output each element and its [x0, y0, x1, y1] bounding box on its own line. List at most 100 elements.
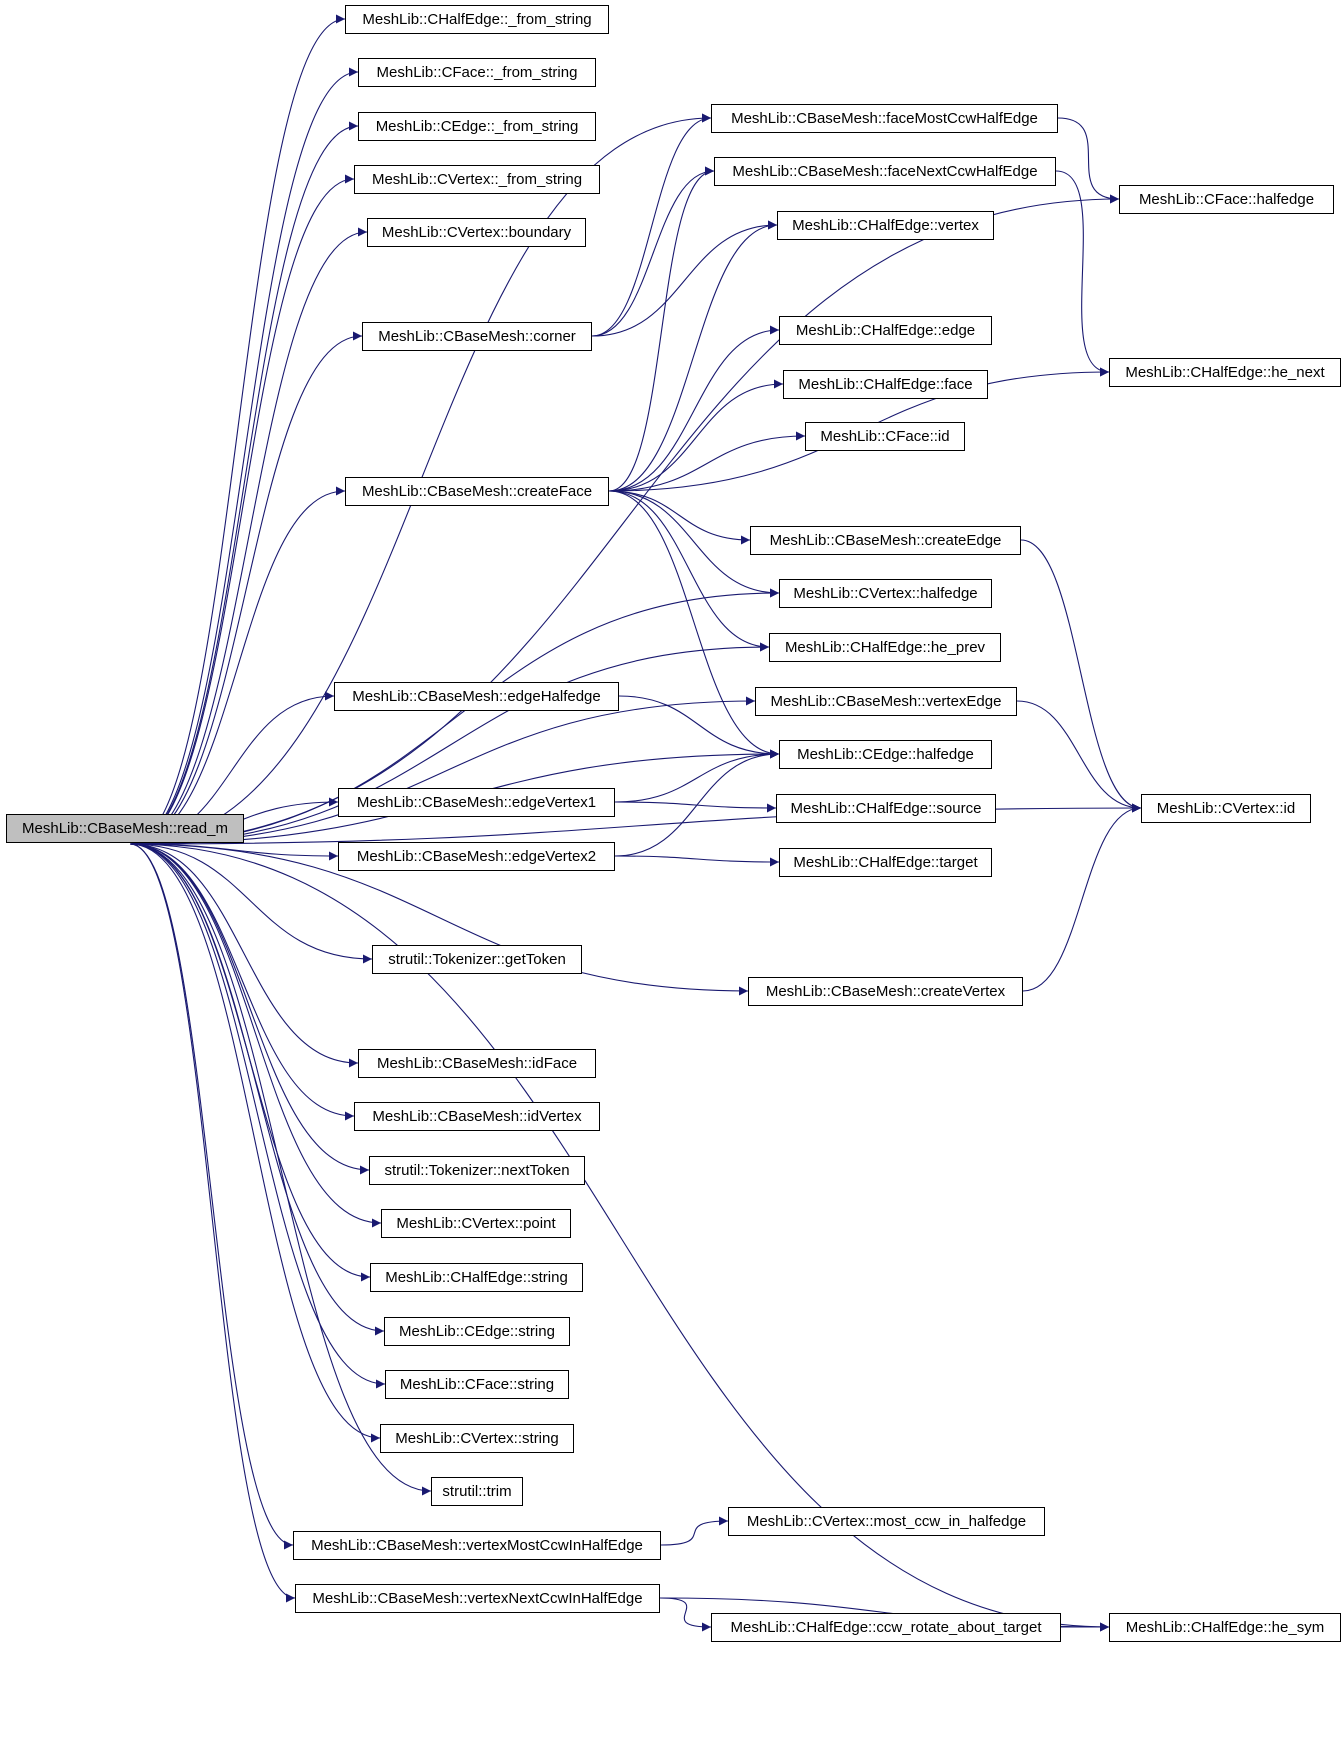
edge-root-to-e_string	[129, 843, 385, 1336]
node-cvertex-string[interactable]: MeshLib::CVertex::string	[380, 1423, 574, 1453]
node-cbasemesh-facenextccwhalfedge[interactable]: MeshLib::CBaseMesh::faceNextCcwHalfEdge	[714, 156, 1056, 186]
edge-vNextCcwIn-to-ccw_rotate	[659, 1597, 712, 1632]
node-cvertex-most-ccw-in-halfedge[interactable]: MeshLib::CVertex::most_ccw_in_halfedge	[728, 1506, 1045, 1536]
edge-root-to-v_string	[129, 843, 381, 1443]
edge-root-to-f_string	[129, 843, 386, 1389]
node-strutil-trim[interactable]: strutil::trim	[431, 1476, 523, 1506]
edge-root-to-getToken	[129, 843, 373, 964]
node-label: MeshLib::CHalfEdge::vertex	[792, 216, 979, 234]
node-label: MeshLib::CBaseMesh::vertexEdge	[770, 692, 1002, 710]
node-label: MeshLib::CHalfEdge::_from_string	[362, 10, 592, 28]
node-cbasemesh-edgevertex1[interactable]: MeshLib::CBaseMesh::edgeVertex1	[338, 787, 615, 817]
node-label: MeshLib::CHalfEdge::face	[798, 375, 973, 393]
node-cface-from-string[interactable]: MeshLib::CFace::_from_string	[358, 57, 596, 87]
node-cvertex-id[interactable]: MeshLib::CVertex::id	[1141, 793, 1311, 823]
edge-root-to-vNextCcwIn	[129, 843, 296, 1603]
node-label: MeshLib::CFace::halfedge	[1138, 190, 1315, 208]
node-cbasemesh-idvertex[interactable]: MeshLib::CBaseMesh::idVertex	[354, 1101, 600, 1131]
node-label: MeshLib::CBaseMesh::idVertex	[372, 1107, 582, 1125]
node-label: MeshLib::CHalfEdge::he_sym	[1125, 1618, 1325, 1636]
edge-root-to-trim	[129, 843, 432, 1496]
node-cvertex-from-string[interactable]: MeshLib::CVertex::_from_string	[354, 164, 600, 194]
node-cface-id[interactable]: MeshLib::CFace::id	[805, 421, 965, 451]
node-chalfedge-face[interactable]: MeshLib::CHalfEdge::face	[783, 369, 988, 399]
edge-edgeVertex2-to-he_target	[614, 855, 780, 867]
node-label: MeshLib::CFace::id	[820, 427, 950, 445]
node-cvertex-boundary[interactable]: MeshLib::CVertex::boundary	[367, 217, 586, 247]
node-chalfedge-he-sym[interactable]: MeshLib::CHalfEdge::he_sym	[1109, 1612, 1341, 1642]
node-label: MeshLib::CFace::_from_string	[376, 63, 578, 81]
edge-root-to-he_prev	[129, 642, 770, 845]
edge-faceMostCcw-to-f_halfedge	[1057, 117, 1120, 204]
node-cbasemesh-createedge[interactable]: MeshLib::CBaseMesh::createEdge	[750, 525, 1021, 555]
node-cvertex-point[interactable]: MeshLib::CVertex::point	[381, 1208, 571, 1238]
node-tokenizer-nexttoken[interactable]: strutil::Tokenizer::nextToken	[369, 1155, 585, 1185]
node-chalfedge-from-string[interactable]: MeshLib::CHalfEdge::_from_string	[345, 4, 609, 34]
edge-root-to-nextToken	[129, 843, 370, 1175]
node-cbasemesh-vertexnextccwinhalfedge[interactable]: MeshLib::CBaseMesh::vertexNextCcwInHalfE…	[295, 1583, 660, 1613]
node-label: strutil::trim	[442, 1482, 512, 1500]
node-chalfedge-string[interactable]: MeshLib::CHalfEdge::string	[370, 1262, 583, 1292]
edge-root-to-v_point	[129, 843, 382, 1228]
node-cbasemesh-createvertex[interactable]: MeshLib::CBaseMesh::createVertex	[748, 976, 1023, 1006]
node-label: MeshLib::CVertex::boundary	[381, 223, 572, 241]
node-cbasemesh-corner[interactable]: MeshLib::CBaseMesh::corner	[362, 321, 592, 351]
node-label: MeshLib::CVertex::string	[395, 1429, 559, 1447]
node-cbasemesh-idface[interactable]: MeshLib::CBaseMesh::idFace	[358, 1048, 596, 1078]
node-tokenizer-gettoken[interactable]: strutil::Tokenizer::getToken	[372, 944, 582, 974]
node-label: MeshLib::CVertex::_from_string	[371, 170, 583, 188]
edge-createFace-to-he_edge	[608, 325, 780, 492]
edge-edgeVertex2-to-e_halfedge	[614, 749, 780, 857]
node-label: MeshLib::CEdge::_from_string	[375, 117, 579, 135]
edge-root-to-v_boundary	[129, 227, 368, 845]
node-chalfedge-ccw-rotate-about-target[interactable]: MeshLib::CHalfEdge::ccw_rotate_about_tar…	[711, 1612, 1061, 1642]
node-cbasemesh-vertexmostccwinhalfedge[interactable]: MeshLib::CBaseMesh::vertexMostCcwInHalfE…	[293, 1530, 661, 1560]
edge-root-to-corner	[129, 331, 363, 845]
node-label: MeshLib::CHalfEdge::string	[385, 1268, 568, 1286]
node-label: MeshLib::CBaseMesh::createVertex	[765, 982, 1006, 1000]
edge-createFace-to-f_id	[608, 431, 806, 492]
node-cface-string[interactable]: MeshLib::CFace::string	[385, 1369, 569, 1399]
edge-root-to-idFace	[129, 843, 359, 1068]
edge-createFace-to-v_halfedge	[608, 490, 780, 598]
node-cvertex-halfedge[interactable]: MeshLib::CVertex::halfedge	[779, 578, 992, 608]
edge-corner-to-faceMostCcw	[591, 113, 712, 337]
node-cedge-from-string[interactable]: MeshLib::CEdge::_from_string	[358, 111, 596, 141]
node-chalfedge-target[interactable]: MeshLib::CHalfEdge::target	[779, 847, 992, 877]
node-label: MeshLib::CBaseMesh::vertexMostCcwInHalfE…	[311, 1536, 643, 1554]
node-label: MeshLib::CBaseMesh::corner	[378, 327, 576, 345]
node-label: MeshLib::CBaseMesh::edgeVertex1	[356, 793, 597, 811]
node-label: MeshLib::CBaseMesh::idFace	[376, 1054, 578, 1072]
node-label: MeshLib::CBaseMesh::edgeVertex2	[356, 847, 597, 865]
node-label: MeshLib::CHalfEdge::target	[793, 853, 978, 871]
node-chalfedge-he-prev[interactable]: MeshLib::CHalfEdge::he_prev	[769, 632, 1001, 662]
node-chalfedge-he-next[interactable]: MeshLib::CHalfEdge::he_next	[1109, 357, 1341, 387]
node-chalfedge-source[interactable]: MeshLib::CHalfEdge::source	[776, 793, 996, 823]
edge-root-to-e_from	[129, 121, 359, 845]
node-label: MeshLib::CBaseMesh::faceNextCcwHalfEdge	[732, 162, 1038, 180]
edge-faceNextCcw-to-he_next	[1055, 170, 1110, 377]
node-label: strutil::Tokenizer::getToken	[388, 950, 566, 968]
node-cbasemesh-edgehalfedge[interactable]: MeshLib::CBaseMesh::edgeHalfedge	[334, 681, 619, 711]
edge-createFace-to-e_halfedge	[608, 490, 780, 759]
edge-createFace-to-he_prev	[608, 490, 770, 652]
edge-root-to-createFace	[129, 486, 346, 845]
node-label: MeshLib::CHalfEdge::ccw_rotate_about_tar…	[730, 1618, 1042, 1636]
node-label: MeshLib::CVertex::id	[1156, 799, 1296, 817]
node-cedge-string[interactable]: MeshLib::CEdge::string	[384, 1316, 570, 1346]
node-cbasemesh-vertexedge[interactable]: MeshLib::CBaseMesh::vertexEdge	[755, 686, 1017, 716]
edge-createFace-to-faceNextCcw	[608, 166, 715, 492]
node-cedge-halfedge[interactable]: MeshLib::CEdge::halfedge	[779, 739, 992, 769]
edge-root-to-idVertex	[129, 843, 355, 1121]
node-chalfedge-edge[interactable]: MeshLib::CHalfEdge::edge	[779, 315, 992, 345]
node-cbasemesh-createface[interactable]: MeshLib::CBaseMesh::createFace	[345, 476, 609, 506]
edge-edgeVertex1-to-e_halfedge	[614, 749, 780, 803]
node-chalfedge-vertex[interactable]: MeshLib::CHalfEdge::vertex	[777, 210, 994, 240]
node-cbasemesh-facemostccwhalfedge[interactable]: MeshLib::CBaseMesh::faceMostCcwHalfEdge	[711, 103, 1058, 133]
node-label: MeshLib::CEdge::string	[399, 1322, 555, 1340]
edge-corner-to-he_vertex	[591, 220, 778, 337]
node-cface-halfedge[interactable]: MeshLib::CFace::halfedge	[1119, 184, 1334, 214]
edge-root-to-v_halfedge	[129, 588, 780, 845]
node-label: MeshLib::CHalfEdge::edge	[795, 321, 976, 339]
node-cbasemesh-edgevertex2[interactable]: MeshLib::CBaseMesh::edgeVertex2	[338, 841, 615, 871]
